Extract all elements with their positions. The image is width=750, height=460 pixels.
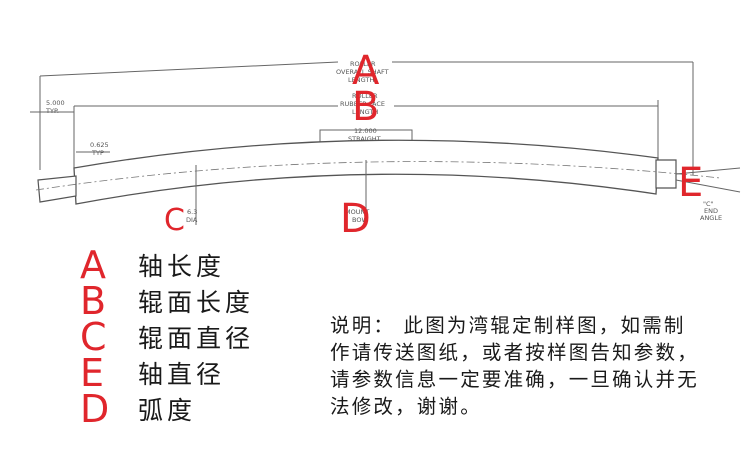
- legend-text: 弧度: [138, 396, 197, 425]
- legend-letter: E: [80, 351, 105, 395]
- legend-text: 辊面直径: [138, 324, 255, 353]
- straight-value: 12.000: [354, 127, 377, 135]
- diagram-label-d: D: [340, 196, 371, 242]
- custom-order-note: 说明： 此图为湾辊定制样图，如需制作请传送图纸，或者按样图告知参数，请参数信息一…: [330, 314, 699, 418]
- end-angle-text-3: ANGLE: [700, 214, 722, 222]
- end-angle-line-2: [675, 179, 741, 193]
- rubber-length-text-1: ROLLER: [352, 92, 378, 100]
- typ-5000-value: 5.000: [46, 99, 65, 107]
- legend: A 轴长度 B 辊面长度 C 辊面直径 E 轴直径 D 弧度: [80, 243, 320, 431]
- legend-item-b: B 辊面长度: [80, 279, 320, 323]
- mount-bow-text-1: MOUNT: [345, 208, 369, 216]
- typ-0625-label: TYP: [91, 149, 104, 157]
- dia-label: DIA: [186, 216, 198, 224]
- diagram-label-e: E: [678, 160, 703, 206]
- legend-text: 轴直径: [138, 360, 226, 389]
- typ-5000-label: TYP.: [45, 107, 59, 115]
- legend-item-a: A 轴长度: [80, 243, 320, 287]
- legend-item-c: C 辊面直径: [80, 315, 320, 359]
- rubber-length-text-2: RUBBER FACE: [340, 100, 385, 108]
- diagram-label-b: B: [352, 84, 379, 130]
- end-angle-text-2: END: [704, 207, 718, 215]
- legend-item-d: D 弧度: [80, 387, 320, 431]
- legend-letter: B: [80, 279, 107, 323]
- rubber-length-text-3: LENGTH: [352, 108, 378, 116]
- dimension-line-a: [39, 61, 339, 77]
- dia-value: 6.3: [187, 208, 197, 216]
- diagram-label-c: C: [164, 203, 185, 238]
- straight-bracket: [319, 129, 413, 145]
- right-shaft: [655, 159, 677, 189]
- overall-length-text-2: OVERALL SHAFT: [336, 68, 389, 76]
- overall-length-text-3: LENGTH: [348, 76, 374, 84]
- end-angle-line-1: [675, 167, 741, 175]
- typ-0625-value: 0.625: [90, 141, 109, 149]
- overall-length-text-1: ROLLER: [350, 60, 376, 68]
- left-shaft: [37, 175, 77, 203]
- legend-text: 辊面长度: [138, 288, 255, 317]
- legend-item-e: E 轴直径: [80, 351, 320, 395]
- mount-bow-text-2: BOW: [352, 216, 368, 224]
- diagram-label-a: A: [352, 48, 380, 94]
- centerline: [35, 161, 721, 191]
- legend-text: 轴长度: [138, 252, 226, 281]
- end-angle-text-1: "C": [703, 200, 714, 208]
- legend-letter: D: [80, 387, 110, 431]
- straight-label: STRAIGHT: [348, 135, 381, 143]
- legend-letter: A: [80, 243, 106, 287]
- legend-letter: C: [80, 315, 107, 359]
